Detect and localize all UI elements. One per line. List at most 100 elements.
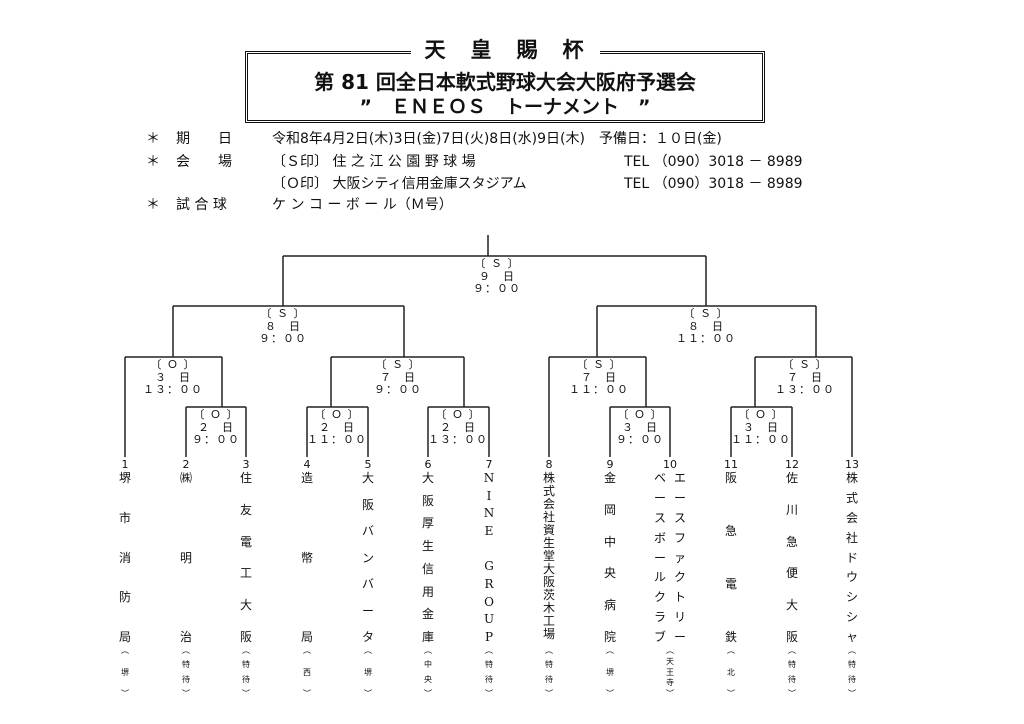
char: U	[483, 612, 495, 627]
char: 阪	[542, 575, 555, 589]
char: 住	[239, 471, 252, 485]
match-time: １１：００	[569, 383, 629, 396]
char: 厚	[421, 516, 434, 531]
char: N	[483, 506, 495, 521]
team-name: 金岡中央病院	[595, 472, 625, 644]
team-number: 2	[182, 458, 190, 471]
tournament-subtitle: 第 81 回全日本軟式野球大会大阪府予選会	[314, 70, 696, 94]
char: 堺	[606, 667, 614, 677]
char: バ	[361, 577, 374, 591]
team-affiliation: ︵西︶	[292, 646, 322, 698]
char: 堂	[542, 549, 555, 563]
match-venue: 〔 Ｏ 〕	[738, 408, 784, 421]
char: 病	[603, 598, 616, 613]
char: 消	[118, 550, 131, 565]
match-day: ８ 日	[265, 319, 301, 333]
char: ︶	[121, 689, 129, 698]
char: 資	[542, 523, 555, 537]
match-time: ９：００	[473, 282, 521, 295]
char: 大	[785, 598, 798, 613]
char: 明	[179, 550, 192, 565]
match-time: １３：００	[143, 383, 203, 396]
char: 特	[788, 660, 796, 670]
char: ︶	[545, 688, 553, 698]
char: ー	[673, 630, 686, 644]
char: 金	[421, 607, 434, 622]
char: 会	[845, 510, 858, 525]
char: 特	[182, 660, 190, 670]
team-name: 株式会社ドウシシャ	[837, 472, 867, 644]
char: ァ	[673, 550, 686, 565]
char: ︵	[545, 646, 553, 655]
team-affiliation: ︵特待︶	[474, 646, 504, 698]
char: バ	[361, 524, 374, 538]
match-time: １１：００	[307, 433, 367, 446]
team-affiliation: ︵天王寺︶	[655, 646, 685, 698]
char: ラ	[653, 610, 666, 625]
char: 会	[542, 497, 555, 511]
match-time: ９：００	[616, 433, 664, 446]
bullet: ＊	[146, 154, 160, 170]
char: 王	[666, 667, 674, 677]
char: タ	[361, 630, 374, 644]
semi-right-line	[597, 256, 816, 307]
date-label: 期 日	[176, 131, 232, 147]
char: 工	[542, 614, 555, 628]
team-number: 7	[485, 458, 493, 471]
char: 待	[788, 674, 796, 684]
char: 待	[485, 674, 493, 684]
char: ︵	[303, 646, 311, 655]
char: ス	[673, 510, 686, 525]
char: 大	[361, 471, 374, 485]
char: 急	[724, 524, 737, 538]
char: 木	[542, 601, 555, 615]
char: ︵	[727, 646, 735, 655]
match-time: ９：００	[259, 332, 307, 345]
match-venue: 〔 Ｏ 〕	[617, 408, 663, 421]
ball-value: ケ ン コ ー ボ ー ル（Ｍ号）	[272, 197, 453, 213]
char: 造	[300, 471, 313, 485]
r1a-line	[185, 357, 247, 457]
char: 央	[603, 566, 616, 581]
team-name: 阪急電鉄	[716, 472, 746, 644]
char: ク	[653, 590, 666, 605]
char: 大	[542, 562, 555, 576]
char: ャ	[845, 630, 858, 644]
char: R	[484, 576, 494, 591]
char: 便	[785, 566, 798, 581]
char: 式	[542, 484, 555, 498]
char: 市	[118, 510, 131, 525]
char: ス	[653, 510, 666, 525]
char: 天	[666, 656, 674, 666]
char: ︵	[242, 646, 250, 655]
team-name: 株式会社資生堂大阪茨木工場	[534, 472, 564, 644]
team-number: 11	[724, 458, 738, 471]
char: 阪	[785, 629, 798, 644]
char: ︵	[364, 646, 372, 655]
team-entry: 2㈱明治︵特待︶	[171, 458, 201, 698]
char: 堺	[364, 667, 372, 677]
team-affiliation: ︵特待︶	[837, 646, 867, 698]
semi-left-line	[173, 256, 404, 307]
match-venue: 〔 Ｓ 〕	[474, 257, 520, 270]
char: P	[484, 629, 494, 644]
match-day: ２ 日	[198, 420, 234, 434]
char: ︶	[242, 688, 250, 698]
char: 岡	[603, 502, 616, 517]
char: ︶	[364, 689, 372, 698]
char: 茨	[542, 588, 555, 602]
char: E	[484, 523, 494, 538]
char: 用	[421, 584, 434, 599]
char: 阪	[361, 497, 374, 512]
char: 工	[239, 566, 252, 581]
match-time: １３：００	[428, 433, 488, 446]
char: 佐	[785, 471, 798, 485]
char: 北	[727, 667, 735, 677]
